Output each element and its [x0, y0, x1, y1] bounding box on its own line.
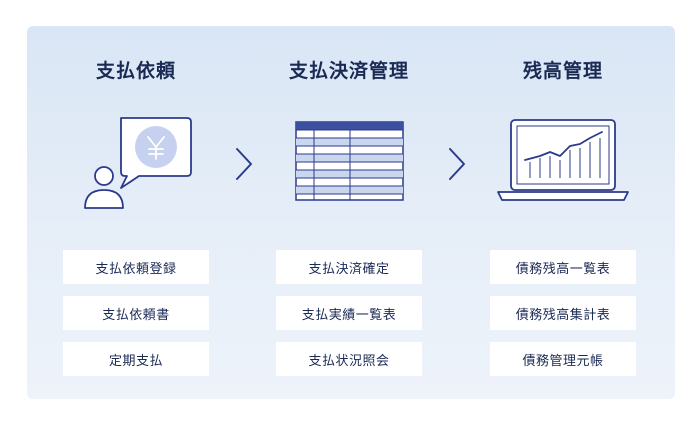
item-settlement-confirmation[interactable]: 支払決済確定	[276, 250, 422, 284]
item-payment-status-inquiry[interactable]: 支払状況照会	[276, 342, 422, 376]
chevron-right-icon	[449, 148, 465, 180]
column-title: 支払依頼	[95, 60, 176, 82]
column-title: 支払決済管理	[288, 60, 409, 82]
item-recurring-payment[interactable]: 定期支払	[63, 342, 209, 376]
item-debt-balance-summary[interactable]: 債務残高集計表	[490, 296, 636, 330]
laptop-chart-icon	[497, 119, 629, 201]
item-payment-request-registration[interactable]: 支払依頼登録	[63, 250, 209, 284]
flow-diagram-panel: 支払依頼 支払依頼登録 支払依頼書 定期支払 支払決済管理	[27, 26, 675, 399]
item-payment-request-form[interactable]: 支払依頼書	[63, 296, 209, 330]
item-debt-ledger[interactable]: 債務管理元帳	[490, 342, 636, 376]
spreadsheet-table-icon	[295, 121, 404, 201]
column-title: 残高管理	[522, 60, 603, 82]
item-payment-results-list[interactable]: 支払実績一覧表	[276, 296, 422, 330]
chevron-right-icon	[236, 148, 252, 180]
item-debt-balance-list[interactable]: 債務残高一覧表	[490, 250, 636, 284]
person-with-yen-speech-bubble-icon	[84, 117, 192, 209]
